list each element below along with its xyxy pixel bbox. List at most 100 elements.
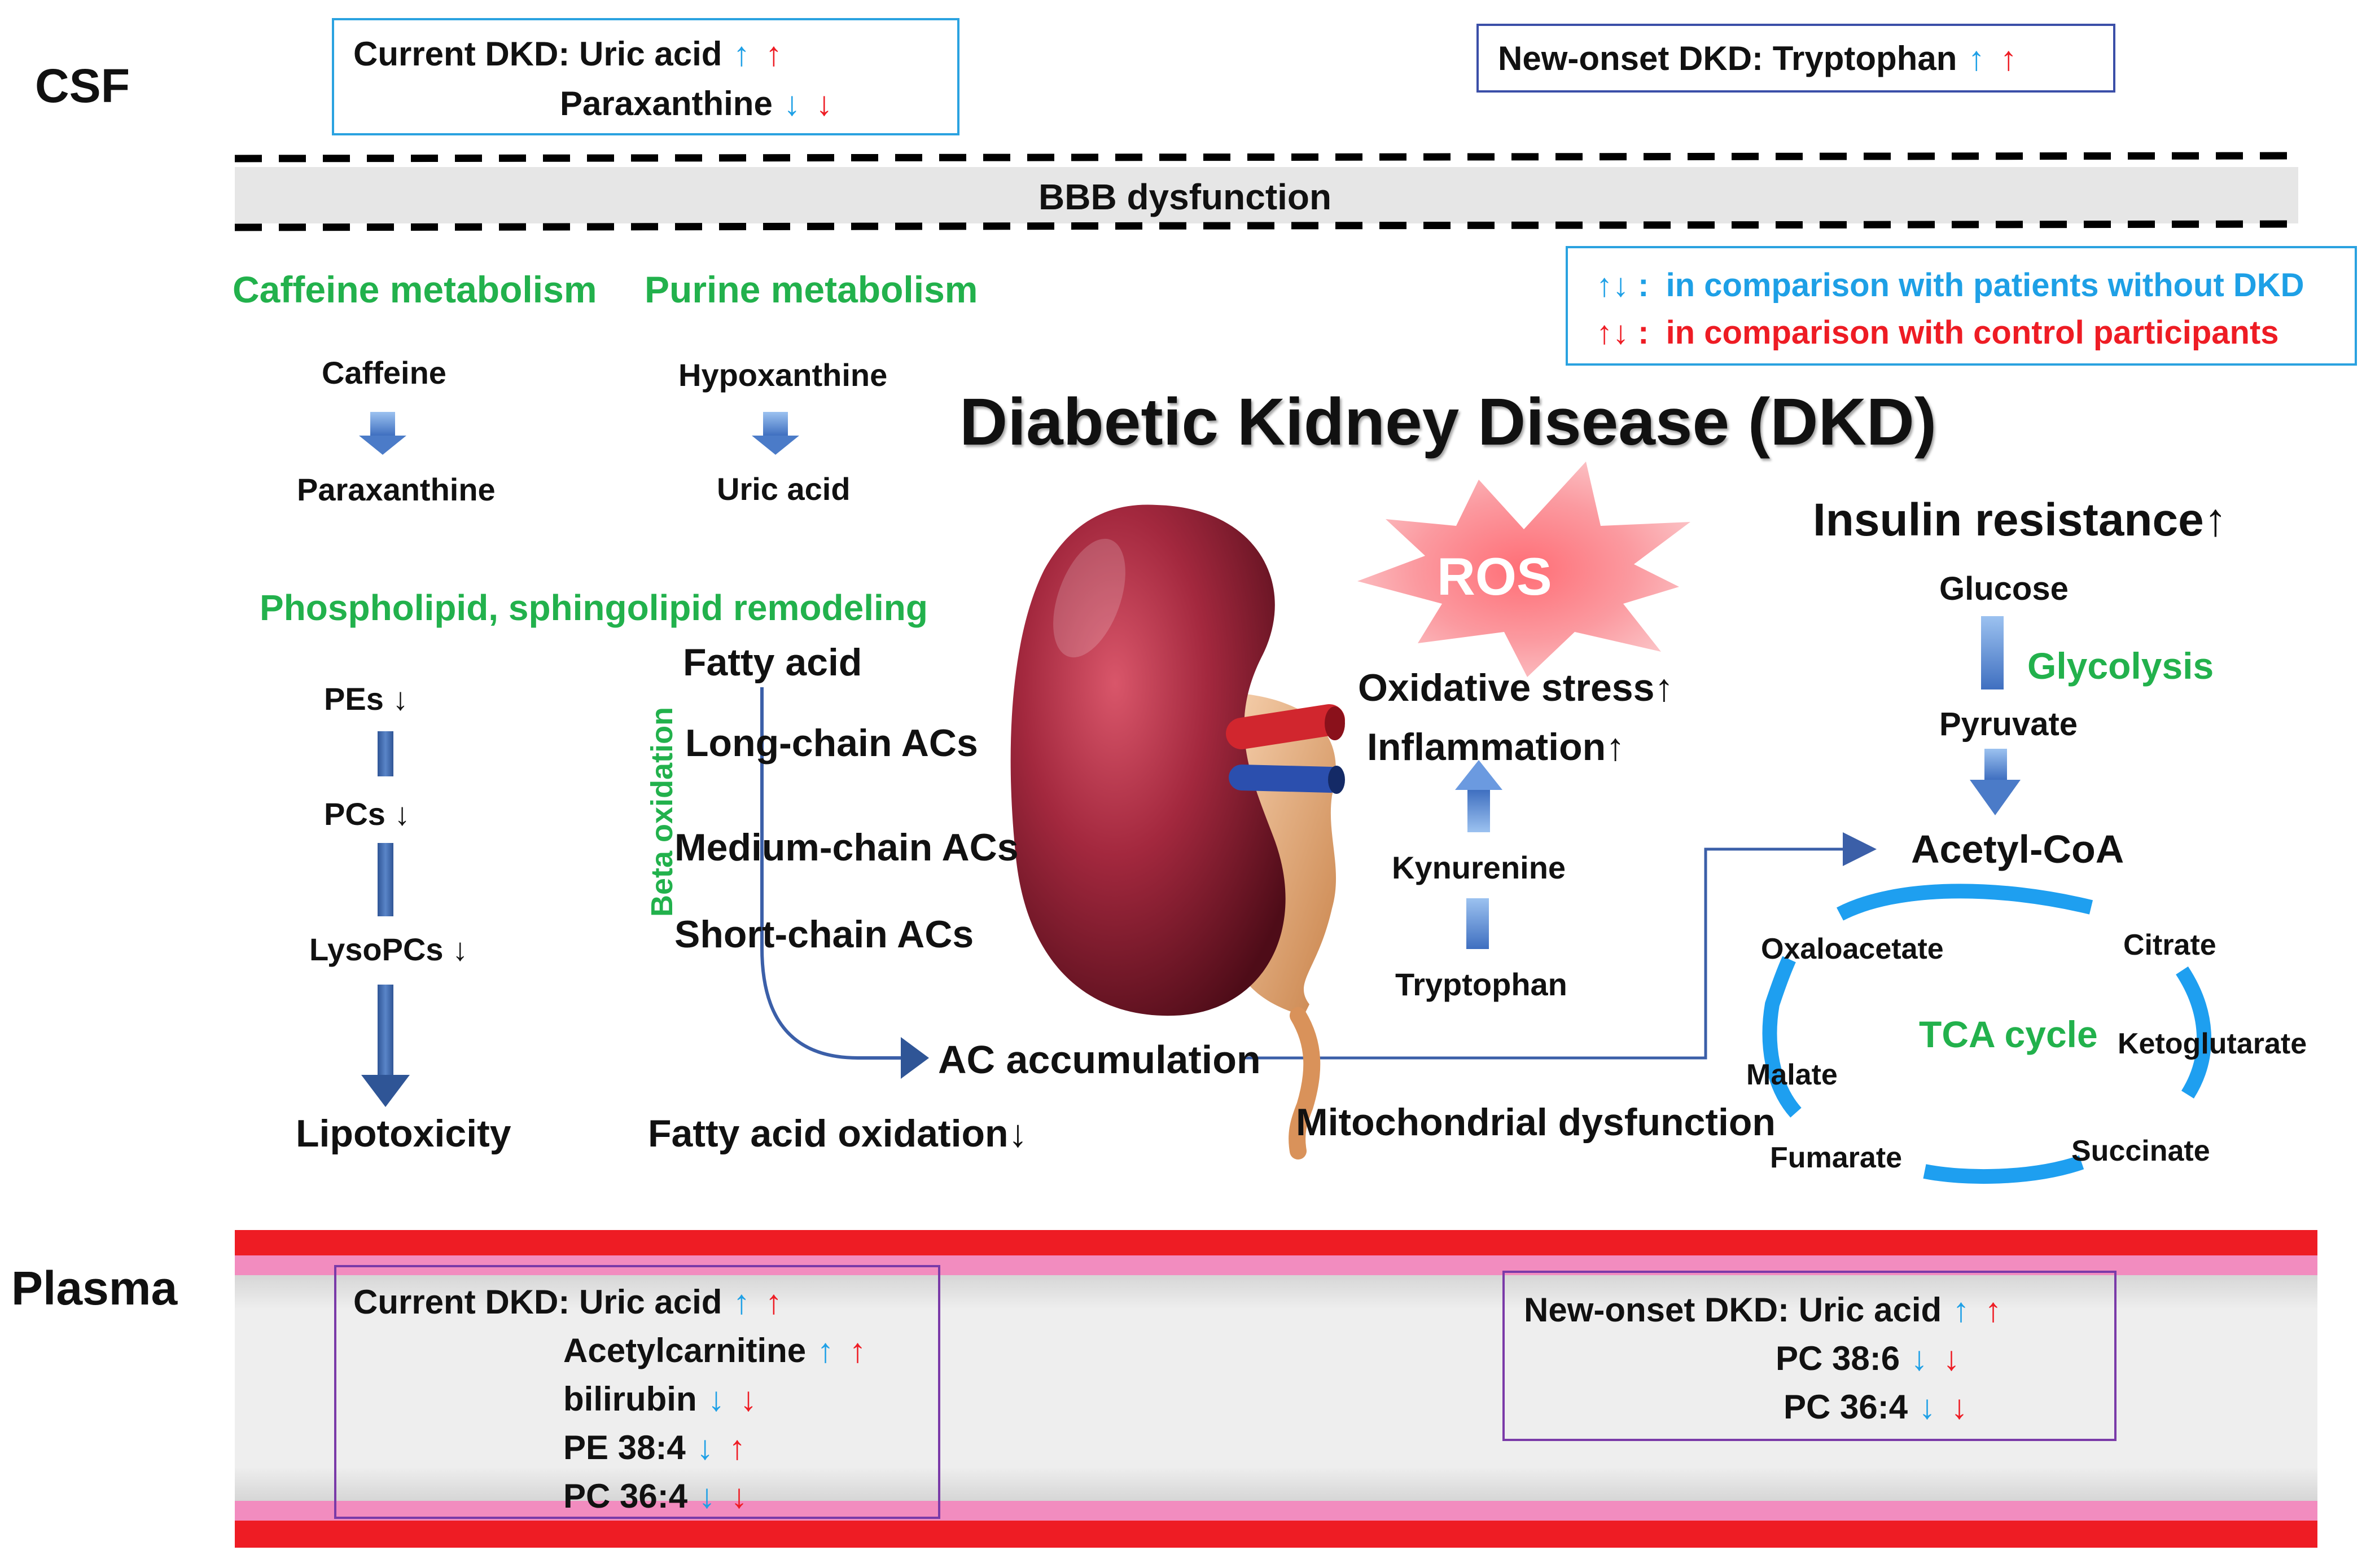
vs-without-dkd-arrow: ↓ [698,1477,716,1515]
oxaloacetate-label: Oxaloacetate [1761,933,1944,965]
fumarate-label: Fumarate [1770,1141,1903,1174]
citrate-label: Citrate [2123,929,2216,961]
vs-control-arrow: ↓ [1951,1388,1968,1426]
legend-box: ↑↓ : in comparison with patients without… [1566,246,2357,366]
metabolite-name: PC 36:4 [563,1477,688,1515]
metabolite-name: Uric acid [579,1283,722,1321]
vs-control-arrow: ↓ [1943,1339,1960,1377]
csf-current-prefix: Current DKD: [353,35,579,73]
uric-acid-label: Uric acid [717,471,851,507]
long-chain-acs-label: Long-chain ACs [685,722,978,765]
plasma-current-row-3: bilirubin↓↓ [563,1382,761,1416]
diagram-title: Diabetic Kidney Disease (DKD) [959,385,1937,459]
beta-oxidation-arrowhead [901,1037,929,1079]
beta-oxidation-arrow [760,687,903,1060]
legend-arrows-without-dkd: ↑↓ : [1596,267,1649,304]
metabolite-name: Uric acid [579,35,722,73]
kynurenine-label: Kynurenine [1392,850,1566,885]
vs-without-dkd-arrow: ↑ [733,1283,750,1321]
metabolite-name: PC 36:4 [1784,1388,1908,1426]
bbb-band [234,152,2299,231]
metabolite-name: PE 38:4 [563,1429,686,1466]
plasma-new-onset-row-2: PC 38:6 ↓ ↓ [1776,1342,1964,1376]
caffeine-arrow [359,412,406,455]
pcs-label: PCs ↓ [324,796,410,832]
vs-control-arrow: ↓ [730,1477,748,1515]
plasma-label: Plasma [11,1262,178,1315]
metabolite-name: PC 38:6 [1776,1339,1900,1377]
purine-metabolism-title: Purine metabolism [645,269,978,310]
pyruvate-label: Pyruvate [1939,706,2078,743]
ros-label: ROS [1437,547,1552,606]
legend-row-without-dkd: ↑↓ : in comparison with patients without… [1596,269,2304,302]
pes-label: PEs ↓ [324,681,409,717]
lipotoxicity-label: Lipotoxicity [296,1112,511,1155]
vs-control-arrow: ↑ [849,1332,866,1369]
insulin-resistance-label: Insulin resistance↑ [1813,494,2227,546]
fatty-acid-label: Fatty acid [683,641,862,684]
plasma-current-row-4: PE 38:4 ↓ ↑ [563,1431,750,1465]
hypoxanthine-label: Hypoxanthine [678,357,888,393]
malate-label: Malate [1746,1058,1838,1091]
vs-control-arrow: ↑ [765,1283,782,1321]
ketoglutarate-label: Ketoglutarate [2118,1027,2307,1060]
glycolysis-label: Glycolysis [2027,645,2214,687]
csf-label: CSF [35,59,130,112]
kidney-illustration [1010,504,1345,1159]
purine-arrow [752,412,799,455]
oxidative-stress-label: Oxidative stress↑ [1358,666,1674,709]
vs-without-dkd-arrow: ↓ [1910,1339,1928,1377]
succinate-label: Succinate [2071,1135,2210,1167]
inflammation-label: Inflammation↑ [1367,726,1625,768]
ros-starburst [1357,462,1690,677]
plasma-current-row-5: PC 36:4 ↓ ↓ [563,1479,752,1513]
plasma-vessel [235,1230,2317,1548]
vs-without-dkd-arrow: ↓ [696,1429,714,1466]
plasma-new-onset-box: New-onset DKD: Uric acid↑↑ PC 38:6↓↓ PC … [1502,1271,2117,1441]
vs-control-arrow: ↓ [816,85,833,122]
bbb-label: BBB dysfunction [1038,177,1332,217]
vs-control-arrow: ↑ [2000,39,2017,77]
csf-new-onset-prefix: New-onset DKD: [1498,39,1773,77]
vs-without-dkd-arrow: ↑ [1968,39,1985,77]
vs-without-dkd-arrow: ↑ [733,35,750,73]
vs-without-dkd-arrow: ↑ [817,1332,834,1369]
plasma-current-prefix: Current DKD: [353,1283,579,1321]
vs-control-arrow: ↑ [1984,1291,2002,1329]
phospholipid-title: Phospholipid, sphingolipid remodeling [260,587,928,628]
beta-oxidation-label: Beta oxidation [645,706,679,917]
csf-new-onset-box: New-onset DKD: Tryptophan ↑ ↑ [1476,24,2115,93]
ac-accumulation-label: AC accumulation [938,1038,1261,1082]
vs-control-arrow: ↓ [740,1380,757,1418]
paraxanthine-label: Paraxanthine [297,472,496,507]
plasma-new-onset-prefix: New-onset DKD: [1524,1291,1799,1329]
plasma-new-onset-row-3: PC 36:4↓↓ [1784,1390,1972,1424]
glucose-label: Glucose [1939,570,2069,607]
plasma-new-onset-row-1: New-onset DKD: Uric acid↑↑ [1524,1293,2006,1327]
vs-without-dkd-arrow: ↓ [708,1380,725,1418]
csf-current-row-2: Paraxanthine↓↓ [560,87,837,121]
medium-chain-acs-label: Medium-chain ACs [674,826,1019,869]
vs-control-arrow: ↑ [729,1429,746,1466]
vs-control-arrow: ↑ [765,35,782,73]
legend-text-without-dkd: in comparison with patients without DKD [1666,267,2304,304]
csf-current-dkd-box: Current DKD: Uric acid ↑ ↑ Paraxanthine↓↓ [332,18,959,135]
plasma-current-row-2: Acetylcarnitine↑↑ [563,1334,870,1368]
lysopcs-label: LysoPCs ↓ [309,932,468,967]
legend-text-control: in comparison with control participants [1666,314,2279,351]
legend-arrows-control: ↑↓ : [1596,314,1649,351]
tca-cycle [1762,884,2212,1184]
plasma-current-dkd-box: Current DKD: Uric acid↑↑ Acetylcarnitine… [334,1265,940,1519]
kynurenine-arrows [1455,760,1502,949]
csf-new-onset-row-1: New-onset DKD: Tryptophan ↑ ↑ [1498,42,2021,76]
csf-current-row-1: Current DKD: Uric acid ↑ ↑ [353,37,786,71]
tca-cycle-label: TCA cycle [1919,1013,2098,1055]
metabolite-name: Uric acid [1798,1291,1942,1329]
phospholipid-chain [361,731,410,1107]
glycolysis-arrows [1970,616,2021,815]
legend-row-control: ↑↓ : in comparison with control particip… [1596,316,2279,350]
caffeine-label: Caffeine [322,355,446,390]
metabolite-name: Tryptophan [1772,39,1957,77]
